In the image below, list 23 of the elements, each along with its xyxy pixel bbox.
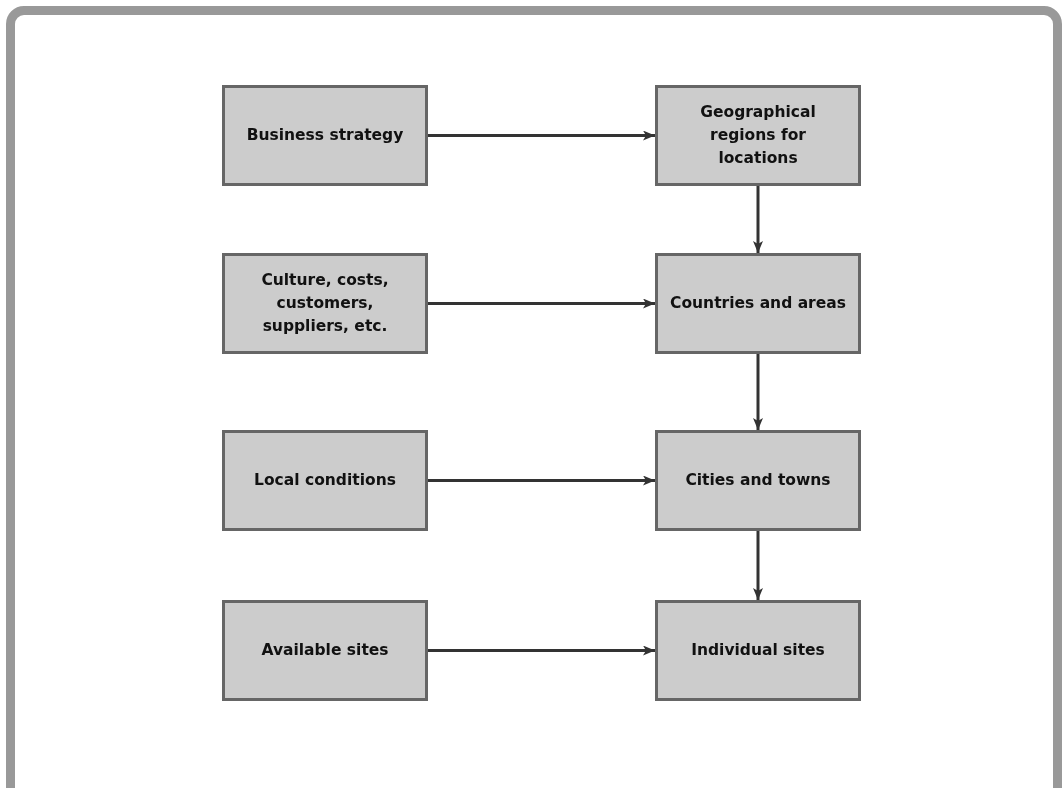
process-box bbox=[222, 600, 428, 701]
arrow bbox=[428, 130, 655, 141]
box-label: Geographical regions for locations bbox=[699, 101, 817, 170]
arrow bbox=[753, 531, 763, 600]
process-box bbox=[222, 253, 428, 354]
arrow bbox=[428, 298, 655, 309]
arrow bbox=[753, 186, 763, 253]
process-box bbox=[222, 85, 428, 186]
box-label: Cities and towns bbox=[684, 469, 832, 491]
process-box bbox=[655, 600, 861, 701]
arrow bbox=[428, 645, 655, 656]
box-label: Culture, costs, customers, suppliers, etc. bbox=[260, 269, 390, 338]
box-label: Countries and areas bbox=[669, 292, 847, 314]
arrow bbox=[753, 354, 763, 430]
box-label: Local conditions bbox=[253, 469, 397, 491]
box-label: Available sites bbox=[260, 639, 390, 661]
process-box bbox=[222, 430, 428, 531]
process-box bbox=[655, 253, 861, 354]
box-label: Business strategy bbox=[245, 124, 405, 146]
arrow bbox=[428, 475, 655, 486]
box-label: Individual sites bbox=[690, 639, 826, 661]
process-box bbox=[655, 85, 861, 186]
process-box bbox=[655, 430, 861, 531]
